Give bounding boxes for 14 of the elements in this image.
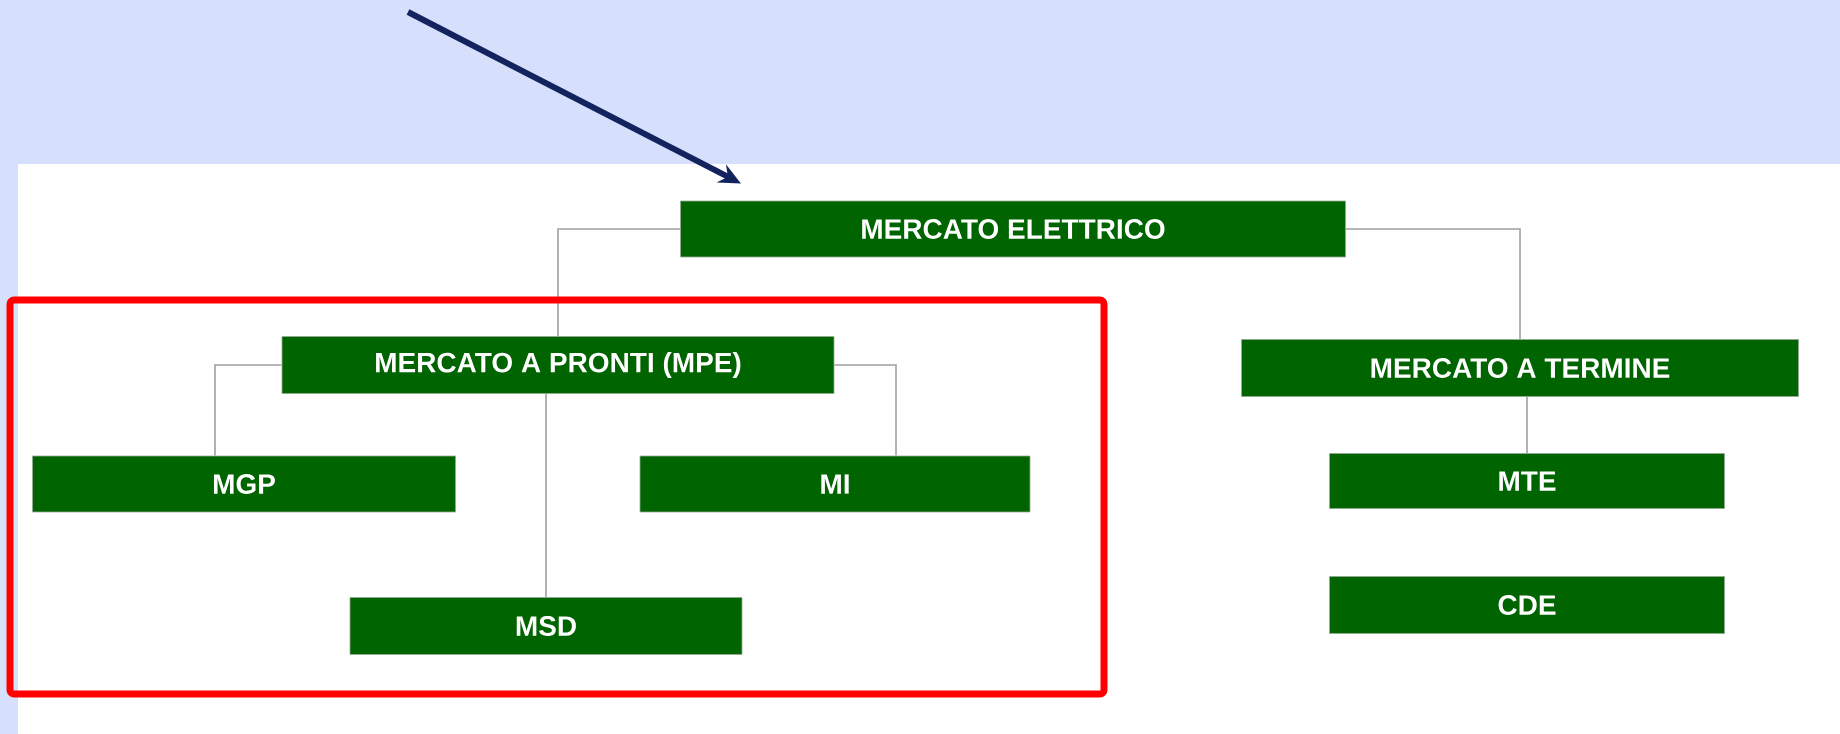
market-box: CDE: [1329, 576, 1725, 634]
market-box: MGP: [32, 455, 456, 513]
market-box: MERCATO A TERMINE: [1241, 339, 1799, 397]
market-box: MSD: [349, 597, 743, 655]
connector-line: [833, 364, 897, 457]
connector-line: [557, 228, 681, 337]
connector-line: [1345, 228, 1521, 340]
market-box: MERCATO ELETTRICO: [680, 200, 1346, 258]
market-box: MI: [639, 455, 1031, 513]
market-box: MERCATO A PRONTI (MPE): [281, 336, 835, 394]
connector-line: [545, 393, 547, 598]
connector-line: [214, 364, 283, 457]
connector-line: [1526, 396, 1528, 454]
market-box: MTE: [1329, 453, 1725, 509]
